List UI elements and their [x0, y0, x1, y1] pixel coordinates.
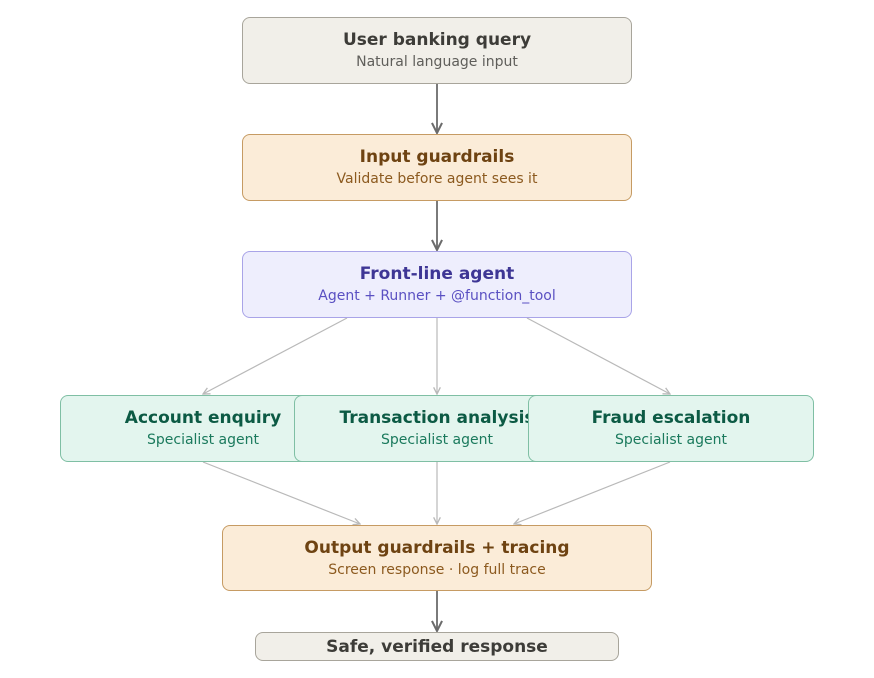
node-subtitle: Natural language input: [356, 54, 518, 70]
arrow-fraud-to-output: [514, 461, 671, 524]
node-subtitle: Validate before agent sees it: [336, 171, 538, 187]
node-title: Account enquiry: [124, 408, 282, 428]
node-input-guardrails: Input guardrails Validate before agent s…: [242, 134, 632, 201]
node-title: Front-line agent: [359, 264, 515, 284]
node-subtitle: Specialist agent: [380, 432, 493, 448]
node-title: User banking query: [342, 30, 532, 50]
arrow-frontline-to-fraud: [526, 317, 670, 394]
node-title: Safe, verified response: [326, 636, 548, 657]
node-user-query: User banking query Natural language inpu…: [242, 17, 632, 84]
node-title: Transaction analysis: [339, 408, 535, 428]
node-title: Input guardrails: [359, 147, 515, 167]
node-safe-response: Safe, verified response: [255, 632, 619, 661]
node-output-guardrails: Output guardrails + tracing Screen respo…: [222, 525, 652, 591]
node-subtitle: Specialist agent: [614, 432, 727, 448]
node-subtitle: Screen response · log full trace: [328, 561, 546, 578]
node-title: Output guardrails + tracing: [304, 537, 570, 558]
node-frontline-agent: Front-line agent Agent + Runner + @funct…: [242, 251, 632, 318]
node-subtitle: Specialist agent: [146, 432, 259, 448]
node-title: Fraud escalation: [591, 408, 751, 428]
node-subtitle: Agent + Runner + @function_tool: [318, 288, 556, 304]
arrow-frontline-to-account: [203, 317, 348, 394]
node-fraud-escalation: Fraud escalation Specialist agent: [528, 395, 814, 462]
arrow-account-to-output: [202, 461, 360, 524]
